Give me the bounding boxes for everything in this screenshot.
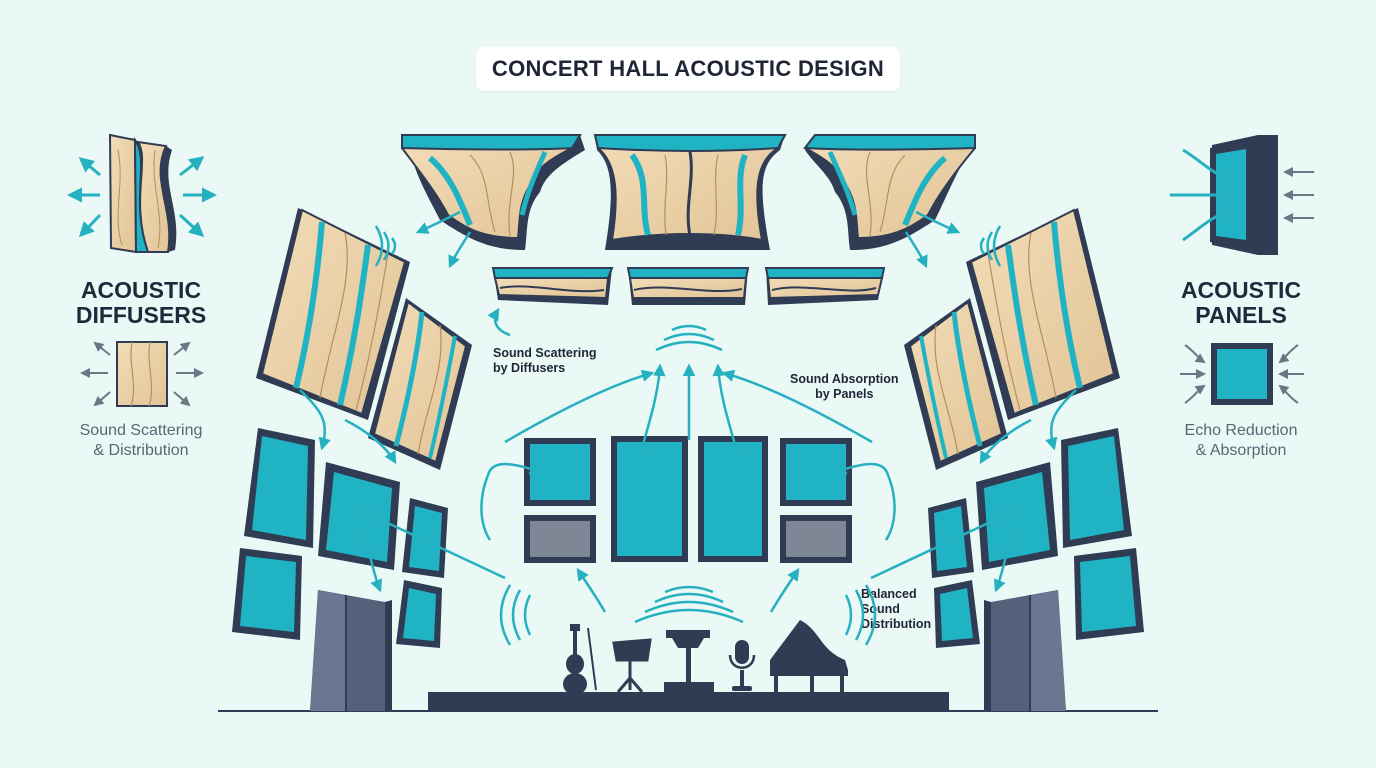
page-title: CONCERT HALL ACOUSTIC DESIGN bbox=[491, 56, 885, 81]
title-box: CONCERT HALL ACOUSTIC DESIGN bbox=[476, 47, 900, 91]
diffusers-heading-line1: ACOUSTIC bbox=[80, 277, 202, 303]
right-door bbox=[984, 590, 1066, 711]
violin-icon bbox=[563, 624, 597, 695]
ceiling-diffuser-center bbox=[593, 134, 787, 250]
ceiling-strip-left bbox=[491, 267, 614, 305]
ceiling-strip-center bbox=[626, 267, 750, 305]
diffuser-legend-icon bbox=[108, 133, 177, 254]
callout-balanced-line3: Distribution bbox=[861, 617, 932, 631]
left-door bbox=[310, 590, 392, 711]
diffusers-caption-line2: & Distribution bbox=[93, 442, 189, 459]
panels-caption-line2: & Absorption bbox=[1195, 442, 1287, 459]
callout-absorption: Sound Absorption by Panels bbox=[790, 372, 899, 402]
diffusers-heading-line2: DIFFUSERS bbox=[75, 302, 207, 328]
ceiling-diffuser-right bbox=[803, 134, 976, 250]
callout-scattering-line1: Sound Scattering bbox=[493, 346, 597, 360]
panel-small-icon bbox=[1211, 343, 1273, 405]
callout-balanced: Balanced Sound Distribution bbox=[861, 587, 931, 632]
grand-piano-icon bbox=[770, 620, 848, 692]
stage-platform bbox=[428, 692, 949, 710]
wall-diffuser-left-small bbox=[368, 298, 472, 470]
diffuser-small-icon bbox=[116, 341, 168, 407]
wall-diffuser-right-large bbox=[966, 208, 1120, 420]
callout-absorption-line1: Sound Absorption bbox=[790, 372, 899, 386]
panels-caption: Echo Reduction & Absorption bbox=[1151, 421, 1331, 461]
panels-heading: ACOUSTIC PANELS bbox=[1151, 278, 1331, 328]
sound-waves bbox=[374, 225, 1002, 646]
microphone-icon bbox=[728, 640, 756, 691]
wall-diffuser-right-small bbox=[904, 298, 1008, 470]
music-stand-icon bbox=[612, 638, 652, 693]
panels-caption-line1: Echo Reduction bbox=[1184, 422, 1298, 439]
sound-arrows bbox=[299, 210, 1077, 613]
ceiling-strip-right bbox=[764, 267, 886, 305]
callout-balanced-line2: Sound bbox=[861, 602, 900, 616]
diffusers-caption: Sound Scattering & Distribution bbox=[51, 421, 231, 461]
diffusers-caption-line1: Sound Scattering bbox=[79, 422, 203, 439]
callout-absorption-line2: by Panels bbox=[815, 387, 874, 401]
panels-heading-line1: ACOUSTIC bbox=[1180, 277, 1302, 303]
wall-diffuser-left-large bbox=[256, 208, 410, 420]
callout-scattering-line2: by Diffusers bbox=[493, 361, 566, 375]
callout-balanced-line1: Balanced bbox=[861, 587, 917, 601]
diffusers-heading: ACOUSTIC DIFFUSERS bbox=[51, 278, 231, 328]
conductor-podium-icon bbox=[664, 630, 714, 692]
panels-heading-line2: PANELS bbox=[1195, 302, 1287, 328]
ceiling-diffuser-left bbox=[401, 134, 585, 250]
back-wall-panels bbox=[524, 436, 852, 563]
callout-scattering: Sound Scattering by Diffusers bbox=[493, 346, 596, 376]
